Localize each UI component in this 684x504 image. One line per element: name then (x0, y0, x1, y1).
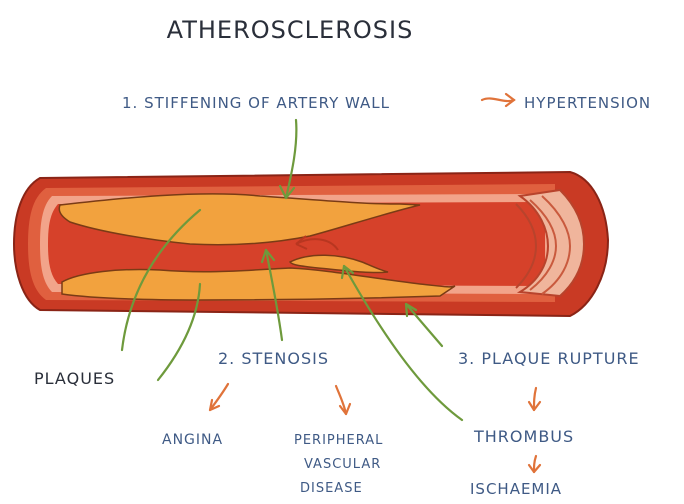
label-ischaemia: Ischaemia (470, 480, 562, 498)
label-angina: Angina (162, 432, 223, 448)
arrow-to-hypertension (482, 98, 514, 101)
label-pvd-line1: Peripheral (294, 433, 383, 448)
label-stenosis: 2. Stenosis (218, 349, 329, 368)
arrow-to-pvd (336, 386, 346, 414)
label-stiffening: 1. Stiffening of artery wall (122, 94, 390, 112)
label-thrombus: Thrombus (473, 427, 574, 446)
label-plaques: Plaques (34, 369, 115, 388)
label-pvd-line2: Vascular (304, 457, 381, 472)
page-title: Atherosclerosis (167, 16, 414, 44)
artery-illustration (14, 172, 608, 316)
label-hypertension: Hypertension (524, 94, 651, 112)
label-pvd-line3: Disease (300, 481, 363, 496)
label-plaque-rupture: 3. Plaque rupture (458, 349, 640, 368)
